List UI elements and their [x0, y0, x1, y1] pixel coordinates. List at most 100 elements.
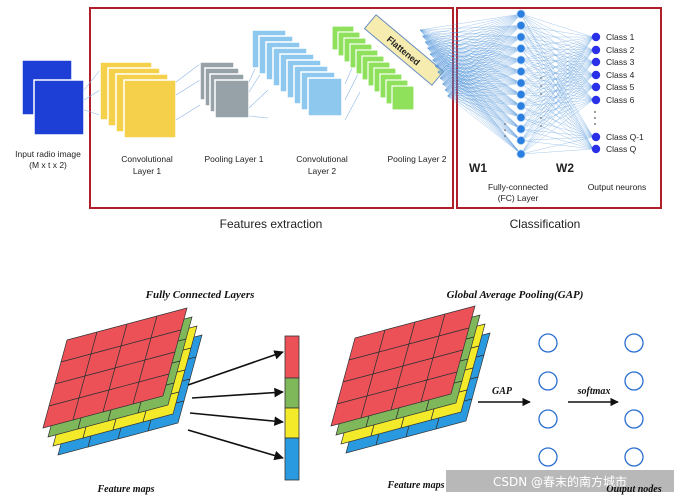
fc-link — [427, 13, 522, 49]
out-link — [520, 13, 594, 101]
feature-maps-left-label: Feature maps — [97, 484, 155, 495]
classification-caption: Classification — [510, 217, 581, 231]
fc-link — [447, 25, 522, 97]
out-link — [520, 74, 594, 84]
out-link — [520, 36, 594, 95]
out-link — [520, 36, 594, 141]
out-link — [520, 59, 594, 76]
fc-link — [419, 29, 522, 38]
out-link — [520, 13, 594, 51]
out-link — [520, 48, 594, 138]
fc-connections — [419, 13, 594, 155]
out-link — [520, 48, 594, 101]
softmax-arrow-label: softmax — [577, 386, 611, 397]
fc-link — [437, 71, 522, 118]
fc-link — [447, 36, 522, 97]
out-link — [520, 61, 594, 72]
out-link — [520, 36, 594, 138]
fc-link — [434, 13, 522, 67]
out-link — [520, 74, 594, 118]
fc-link — [429, 53, 522, 95]
out-link — [520, 86, 594, 155]
fc-link — [432, 25, 522, 61]
output-neurons — [591, 32, 601, 154]
input-label-line1: Input radio image — [15, 149, 81, 159]
fc-neuron — [516, 66, 526, 77]
fc-link — [447, 94, 522, 97]
watermark: CSDN @春末的南方城市 — [446, 470, 674, 492]
fc-link — [442, 59, 522, 85]
fc-link — [434, 36, 522, 67]
fc-link — [434, 65, 522, 155]
fc-link — [439, 77, 522, 141]
fc-link — [442, 83, 522, 107]
out-link — [520, 36, 594, 155]
fc-link — [442, 36, 522, 85]
fc-link — [437, 71, 522, 95]
conv2-label-line2: Layer 2 — [308, 166, 337, 176]
fc-link — [424, 13, 522, 43]
out-link — [520, 71, 594, 138]
features-extraction-frame — [89, 7, 454, 209]
conv1-label-line1: Convolutional — [121, 154, 173, 164]
out-link — [520, 74, 594, 95]
fc-neuron — [516, 20, 526, 31]
output-neurons-label: Output neurons — [588, 182, 647, 192]
fc-link — [444, 13, 522, 91]
out-link — [520, 49, 594, 84]
out-link — [520, 49, 594, 107]
out-link — [520, 99, 594, 141]
fc-link — [422, 13, 522, 37]
out-link — [520, 36, 594, 107]
out-link — [520, 36, 594, 130]
fc-link — [437, 71, 522, 73]
output-neuron — [591, 57, 601, 67]
out-link — [520, 36, 594, 61]
out-link — [520, 25, 594, 76]
fc-link — [442, 71, 522, 85]
output-neuron — [591, 144, 601, 154]
out-link — [520, 136, 594, 141]
out-link — [520, 128, 594, 150]
pool2-label: Pooling Layer 2 — [387, 154, 446, 164]
conv2-map — [307, 77, 343, 117]
fc-link — [439, 48, 522, 79]
out-link — [520, 105, 594, 138]
out-link — [520, 61, 594, 141]
out-link — [520, 49, 594, 95]
gap-title: Global Average Pooling(GAP) — [447, 289, 584, 301]
fc-link — [439, 13, 522, 79]
conv-layer-2-stack — [251, 29, 343, 117]
conv2-label-line1: Convolutional — [296, 154, 348, 164]
w1-label: W1 — [469, 161, 487, 175]
feature-map-cell — [420, 371, 458, 403]
fc-link — [429, 25, 522, 55]
feature-map-cell — [132, 373, 170, 405]
conv1-pool1-connectors — [175, 63, 201, 121]
fc-link — [439, 59, 522, 79]
out-link — [520, 105, 594, 150]
fc-link — [434, 59, 522, 67]
output-neuron — [591, 95, 601, 105]
out-link — [520, 99, 594, 118]
fc-link — [447, 95, 522, 141]
out-link — [520, 136, 594, 155]
fc-link — [444, 89, 522, 95]
classification-frame — [456, 7, 662, 209]
out-link — [520, 59, 594, 138]
out-link — [520, 82, 594, 150]
out-link — [520, 117, 594, 138]
fc-link — [432, 59, 522, 107]
input-conv1-connectors — [83, 69, 101, 116]
fc-link — [439, 25, 522, 79]
out-link — [520, 82, 594, 88]
fc-link — [432, 59, 522, 84]
feature-maps-right-label: Feature maps — [387, 480, 445, 491]
fc-label-line2: (FC) Layer — [498, 193, 539, 203]
out-link — [520, 36, 594, 51]
out-link — [520, 36, 594, 49]
out-link — [520, 82, 594, 138]
fc-link — [422, 35, 522, 130]
fc-link — [432, 59, 522, 130]
fc-neuron — [516, 149, 526, 159]
